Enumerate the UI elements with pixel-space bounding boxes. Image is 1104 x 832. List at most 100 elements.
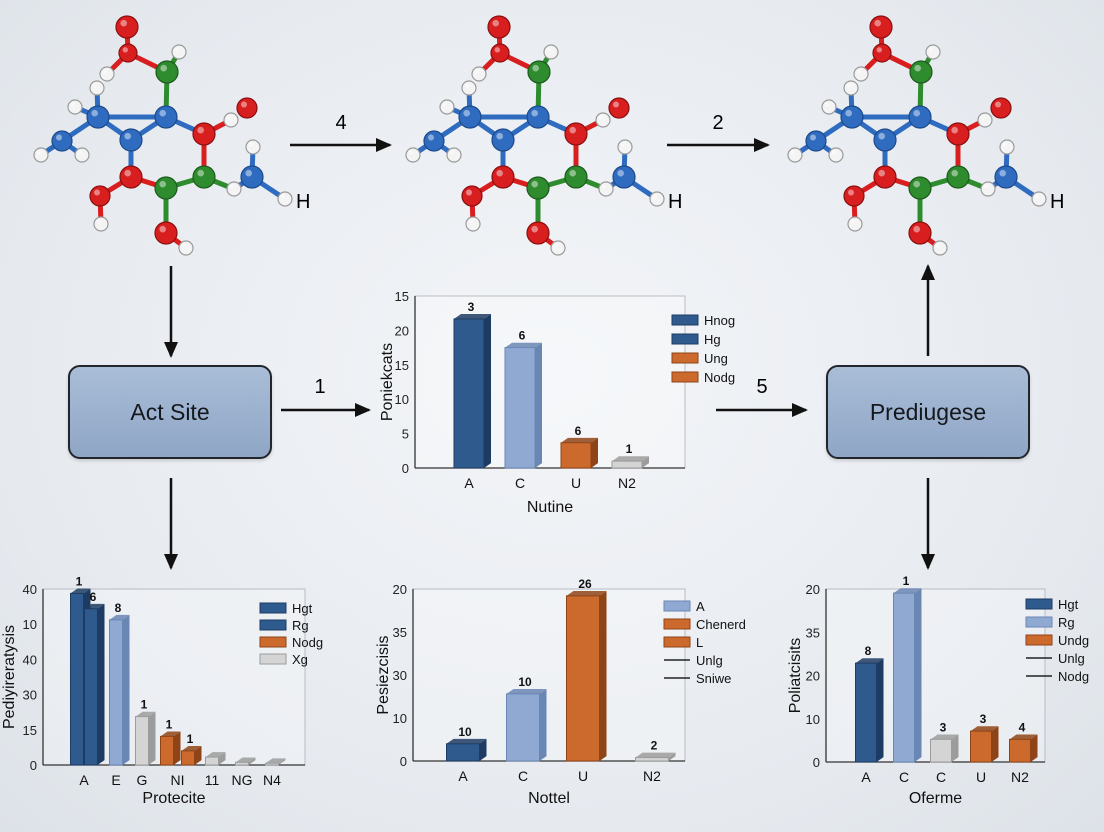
- atom-highlight: [428, 134, 434, 141]
- chart-bottom-middle: 010303520PesiezcisisNottel10A10C26U2N2AC…: [375, 577, 746, 807]
- atom-highlight: [531, 109, 538, 117]
- legend-swatch: [671, 333, 699, 345]
- bar: [265, 762, 279, 766]
- arrow-label-5: 5: [756, 376, 767, 398]
- atom-highlight: [91, 109, 98, 117]
- white-atom: [465, 216, 481, 232]
- atom-highlight: [449, 150, 454, 155]
- red-atom: [487, 15, 511, 39]
- red-atom: [118, 43, 138, 63]
- red-atom: [154, 221, 178, 245]
- h-label: H: [296, 191, 310, 213]
- bar-top: [446, 738, 487, 744]
- bar-top: [265, 758, 286, 764]
- act-site-box[interactable]: Act Site: [68, 365, 272, 459]
- y-axis-title: Pediyireratysis: [1, 625, 18, 729]
- bar: [506, 693, 540, 762]
- blue-atom: [491, 128, 515, 152]
- white-atom: [33, 147, 49, 163]
- legend-swatch: [1025, 616, 1053, 628]
- x-tick-label: N2: [618, 475, 636, 491]
- red-atom: [89, 185, 111, 207]
- atom-highlight: [36, 150, 42, 155]
- white-atom: [977, 112, 993, 128]
- white-atom: [277, 191, 293, 207]
- green-atom: [946, 165, 970, 189]
- y-tick-label: 35: [806, 625, 820, 640]
- y-tick-label: 30: [23, 688, 37, 703]
- atom-highlight: [935, 243, 940, 248]
- bar-side: [484, 314, 491, 468]
- bar-side: [591, 437, 598, 468]
- legend-swatch: [1025, 634, 1053, 646]
- atom-highlight: [468, 219, 473, 224]
- prediugese-box[interactable]: Prediugese: [826, 365, 1030, 459]
- arrow-mol1-to-mol2: 4: [290, 112, 392, 152]
- bar: [70, 592, 84, 766]
- x-tick-label: C: [936, 769, 946, 785]
- atom-highlight: [928, 47, 933, 52]
- bar-side: [539, 689, 547, 761]
- atom-highlight: [617, 169, 624, 177]
- bar-top: [205, 752, 226, 758]
- data-label: 1: [903, 574, 910, 588]
- legend-swatch: [259, 619, 287, 631]
- data-label: 6: [90, 590, 97, 604]
- green-atom: [155, 60, 179, 84]
- data-label: 1: [141, 698, 148, 712]
- bar-side: [173, 731, 181, 765]
- white-atom: [439, 99, 455, 115]
- x-tick-label: C: [899, 769, 909, 785]
- y-tick-label: 20: [806, 582, 820, 597]
- white-atom: [617, 139, 633, 155]
- green-atom: [908, 176, 932, 200]
- x-tick-label: N4: [263, 772, 281, 788]
- bar-side: [914, 588, 922, 762]
- bar: [160, 735, 174, 766]
- data-label: 6: [519, 329, 526, 343]
- red-atom: [990, 97, 1012, 119]
- y-axis-title: Poniekcats: [379, 343, 396, 421]
- white-atom: [853, 66, 869, 82]
- y-tick-label: 0: [813, 755, 820, 770]
- atom-highlight: [496, 169, 503, 177]
- red-atom: [491, 165, 515, 189]
- data-label: 6: [575, 424, 582, 438]
- data-label: 3: [468, 300, 475, 314]
- red-atom: [461, 185, 483, 207]
- white-atom: [461, 80, 477, 96]
- white-atom: [446, 147, 462, 163]
- arrow-chart-to-box: 5: [716, 376, 808, 417]
- atom-highlight: [159, 180, 166, 188]
- bar-side: [951, 734, 959, 762]
- legend-label: Hnog: [704, 313, 735, 328]
- atom-highlight: [56, 134, 62, 141]
- atom-highlight: [492, 19, 499, 27]
- y-tick-label: 0: [400, 754, 407, 769]
- atom-highlight: [810, 134, 816, 141]
- white-atom: [843, 80, 859, 96]
- red-atom: [608, 97, 630, 119]
- arrow-mol2-to-mol3: 2: [667, 112, 770, 152]
- legend-swatch: [671, 314, 699, 326]
- bar-top: [612, 456, 649, 462]
- blue-atom: [994, 165, 1018, 189]
- bar-top: [635, 752, 676, 758]
- red-atom: [526, 221, 550, 245]
- atom-highlight: [995, 101, 1001, 108]
- data-label: 4: [1019, 720, 1026, 734]
- atom-highlight: [1002, 142, 1007, 147]
- y-tick-label: 10: [23, 617, 37, 632]
- legend-label: Chenerd: [696, 617, 746, 632]
- arrow-label-1: 1: [314, 376, 325, 398]
- x-tick-label: U: [571, 475, 581, 491]
- data-label: 1: [166, 717, 173, 731]
- atom-highlight: [874, 19, 881, 27]
- blue-atom: [805, 130, 827, 152]
- bar: [205, 756, 219, 766]
- y-tick-label: 30: [393, 668, 407, 683]
- atom-highlight: [983, 184, 988, 189]
- white-atom: [67, 99, 83, 115]
- data-label: 8: [865, 644, 872, 658]
